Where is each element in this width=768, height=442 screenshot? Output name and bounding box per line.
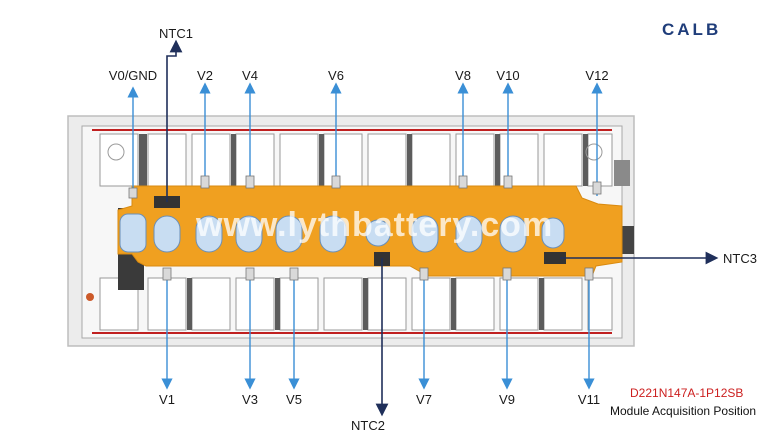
- label-v12: V12: [585, 68, 609, 83]
- watermark: www.lythbattery.com: [196, 206, 554, 244]
- ntc3-sensor: [544, 252, 566, 264]
- model-number: D221N147A-1P12SB: [630, 386, 744, 400]
- right-terminal: [620, 226, 634, 254]
- label-v10: V10: [496, 68, 520, 83]
- label-v7: V7: [416, 392, 432, 407]
- cell-windows: [119, 213, 565, 253]
- lower-terminal-blocks: [99, 277, 613, 331]
- label-v6: V6: [328, 68, 344, 83]
- label-v8: V8: [455, 68, 471, 83]
- label-v11: V11: [577, 392, 601, 407]
- label-v2: V2: [197, 68, 213, 83]
- label-v4: V4: [242, 68, 258, 83]
- label-v1: V1: [159, 392, 175, 407]
- label-ntc1: NTC1: [159, 26, 193, 41]
- upper-terminal-blocks: [99, 133, 613, 187]
- terminal-markers: [128, 175, 602, 281]
- corner-bolt-tr: [585, 143, 603, 161]
- label-v9: V9: [499, 392, 515, 407]
- label-ntc2: NTC2: [351, 418, 385, 433]
- calb-logo: CALB: [662, 20, 722, 39]
- label-v5: V5: [286, 392, 302, 407]
- label-ntc3: NTC3: [723, 251, 757, 266]
- label-v0-gnd: V0/GND: [108, 68, 158, 83]
- busbar-separators: [139, 134, 588, 330]
- right-connector: [614, 160, 630, 186]
- left-bolt: [86, 293, 94, 301]
- label-v3: V3: [242, 392, 258, 407]
- ntc1-line: [166, 39, 183, 202]
- figure-caption: Module Acquisition Position: [610, 404, 757, 418]
- corner-bolt-tl: [107, 143, 125, 161]
